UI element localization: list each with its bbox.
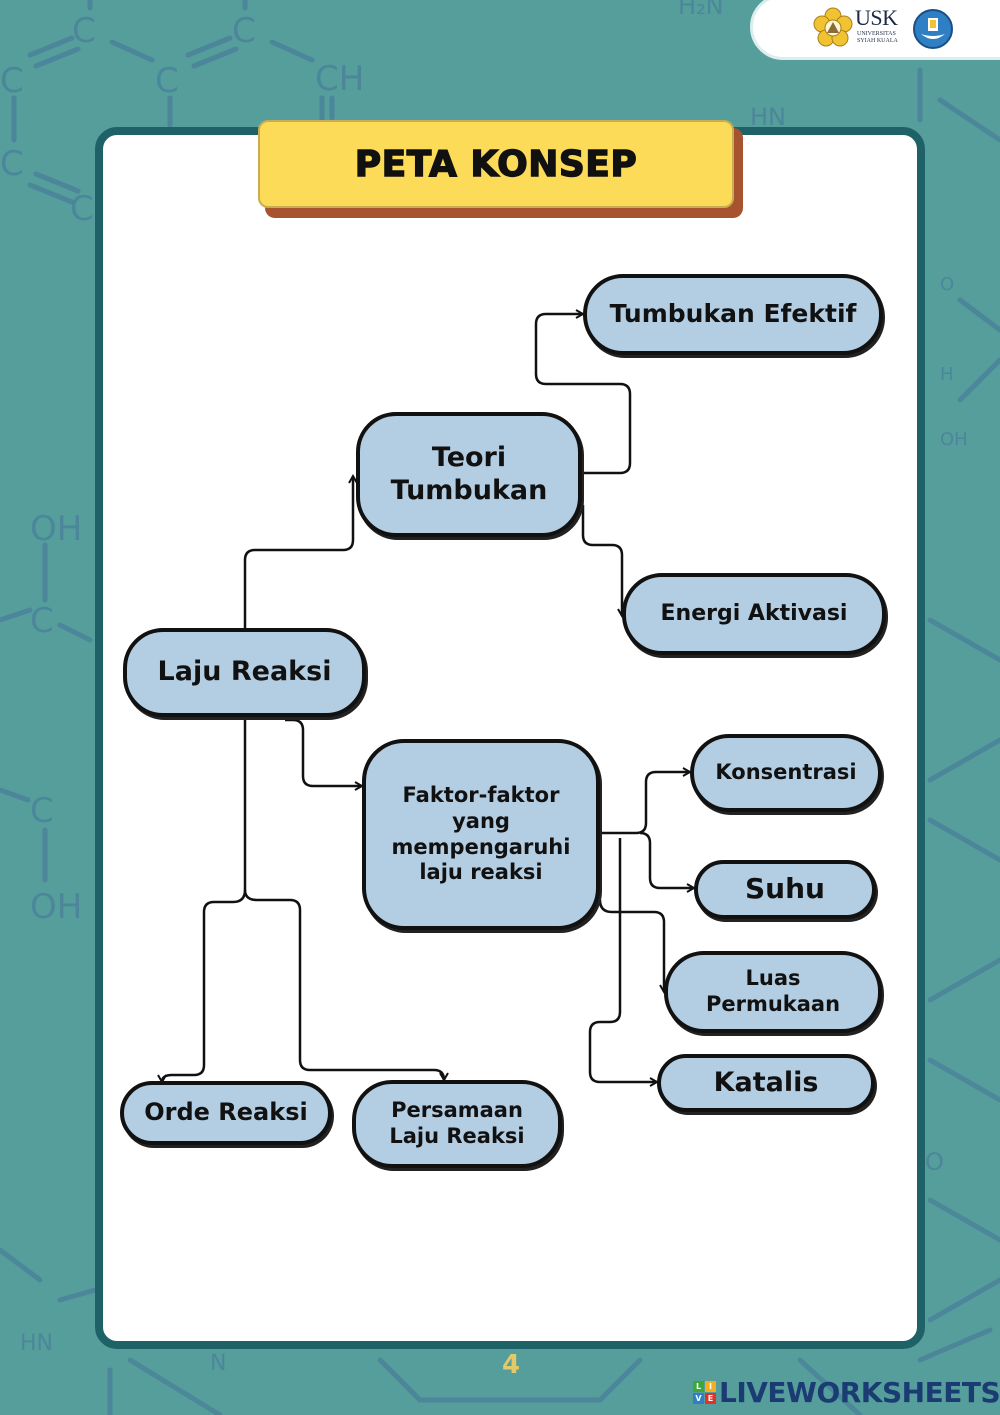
svg-text:HN: HN — [20, 1331, 53, 1356]
node-persamaan-laju: Persamaan Laju Reaksi — [352, 1080, 562, 1168]
node-orde-reaksi-label: Orde Reaksi — [144, 1098, 308, 1127]
node-tumbukan-efektif-label: Tumbukan Efektif — [609, 299, 857, 329]
node-teori-tumbukan-label: Teori Tumbukan — [390, 441, 548, 506]
svg-text:OH: OH — [30, 509, 82, 549]
node-teori-tumbukan: Teori Tumbukan — [356, 412, 582, 537]
svg-text:CH: CH — [315, 59, 364, 99]
brand-grid-l: L — [693, 1380, 704, 1392]
node-suhu: Suhu — [694, 860, 876, 919]
node-katalis-label: Katalis — [713, 1066, 819, 1098]
node-energi-aktivasi-label: Energi Aktivasi — [660, 600, 848, 626]
liveworksheets-logo-icon: L I V E — [693, 1380, 716, 1404]
ministry-logo-icon — [913, 9, 953, 49]
svg-text:H₂N: H₂N — [678, 0, 724, 20]
svg-text:C: C — [155, 61, 179, 101]
svg-text:C: C — [0, 61, 24, 101]
svg-text:C: C — [70, 189, 94, 229]
node-persamaan-laju-label: Persamaan Laju Reaksi — [389, 1098, 525, 1148]
svg-text:OH: OH — [940, 429, 968, 450]
title-banner: PETA KONSEP — [258, 120, 734, 208]
node-konsentrasi: Konsentrasi — [690, 734, 882, 812]
logo-banner — [750, 0, 1000, 60]
page-number: 4 — [502, 1350, 521, 1380]
node-orde-reaksi: Orde Reaksi — [120, 1081, 332, 1145]
svg-text:C: C — [232, 11, 256, 51]
svg-text:N: N — [210, 1351, 226, 1376]
svg-text:C: C — [30, 601, 54, 641]
usk-emblem-icon — [813, 7, 853, 47]
node-faktor-label: Faktor-faktor yang mempengaruhi laju rea… — [391, 783, 571, 885]
node-luas-permukaan-label: Luas Permukaan — [705, 966, 841, 1016]
node-suhu-label: Suhu — [745, 872, 825, 906]
liveworksheets-brand: L I V E LIVEWORKSHEETS — [693, 1374, 1000, 1410]
node-laju-reaksi: Laju Reaksi — [123, 628, 366, 717]
brand-grid-e: E — [705, 1392, 716, 1404]
node-konsentrasi-label: Konsentrasi — [715, 760, 857, 785]
brand-grid-v: V — [693, 1392, 704, 1404]
university-name-line1: UNIVERSITAS — [857, 31, 896, 37]
university-abbr: USK — [855, 5, 898, 30]
node-luas-permukaan: Luas Permukaan — [664, 951, 882, 1033]
node-laju-reaksi-label: Laju Reaksi — [157, 656, 332, 688]
page-title: PETA KONSEP — [354, 143, 638, 185]
brand-grid-i: I — [705, 1380, 716, 1392]
node-tumbukan-efektif: Tumbukan Efektif — [583, 274, 883, 355]
brand-name: LIVEWORKSHEETS — [719, 1375, 1000, 1409]
node-katalis: Katalis — [657, 1054, 875, 1112]
svg-text:C: C — [72, 11, 96, 51]
node-energi-aktivasi: Energi Aktivasi — [622, 573, 886, 655]
svg-text:HN: HN — [750, 103, 786, 131]
svg-text:O: O — [925, 1148, 944, 1176]
svg-text:H: H — [940, 364, 954, 385]
svg-text:C: C — [30, 791, 54, 831]
node-faktor: Faktor-faktor yang mempengaruhi laju rea… — [362, 739, 600, 930]
university-name-line2: SYIAH KUALA — [857, 38, 898, 44]
svg-text:O: O — [940, 274, 954, 295]
svg-text:C: C — [0, 144, 24, 184]
university-name: UNIVERSITAS SYIAH KUALA — [857, 31, 907, 45]
svg-text:OH: OH — [30, 887, 82, 927]
